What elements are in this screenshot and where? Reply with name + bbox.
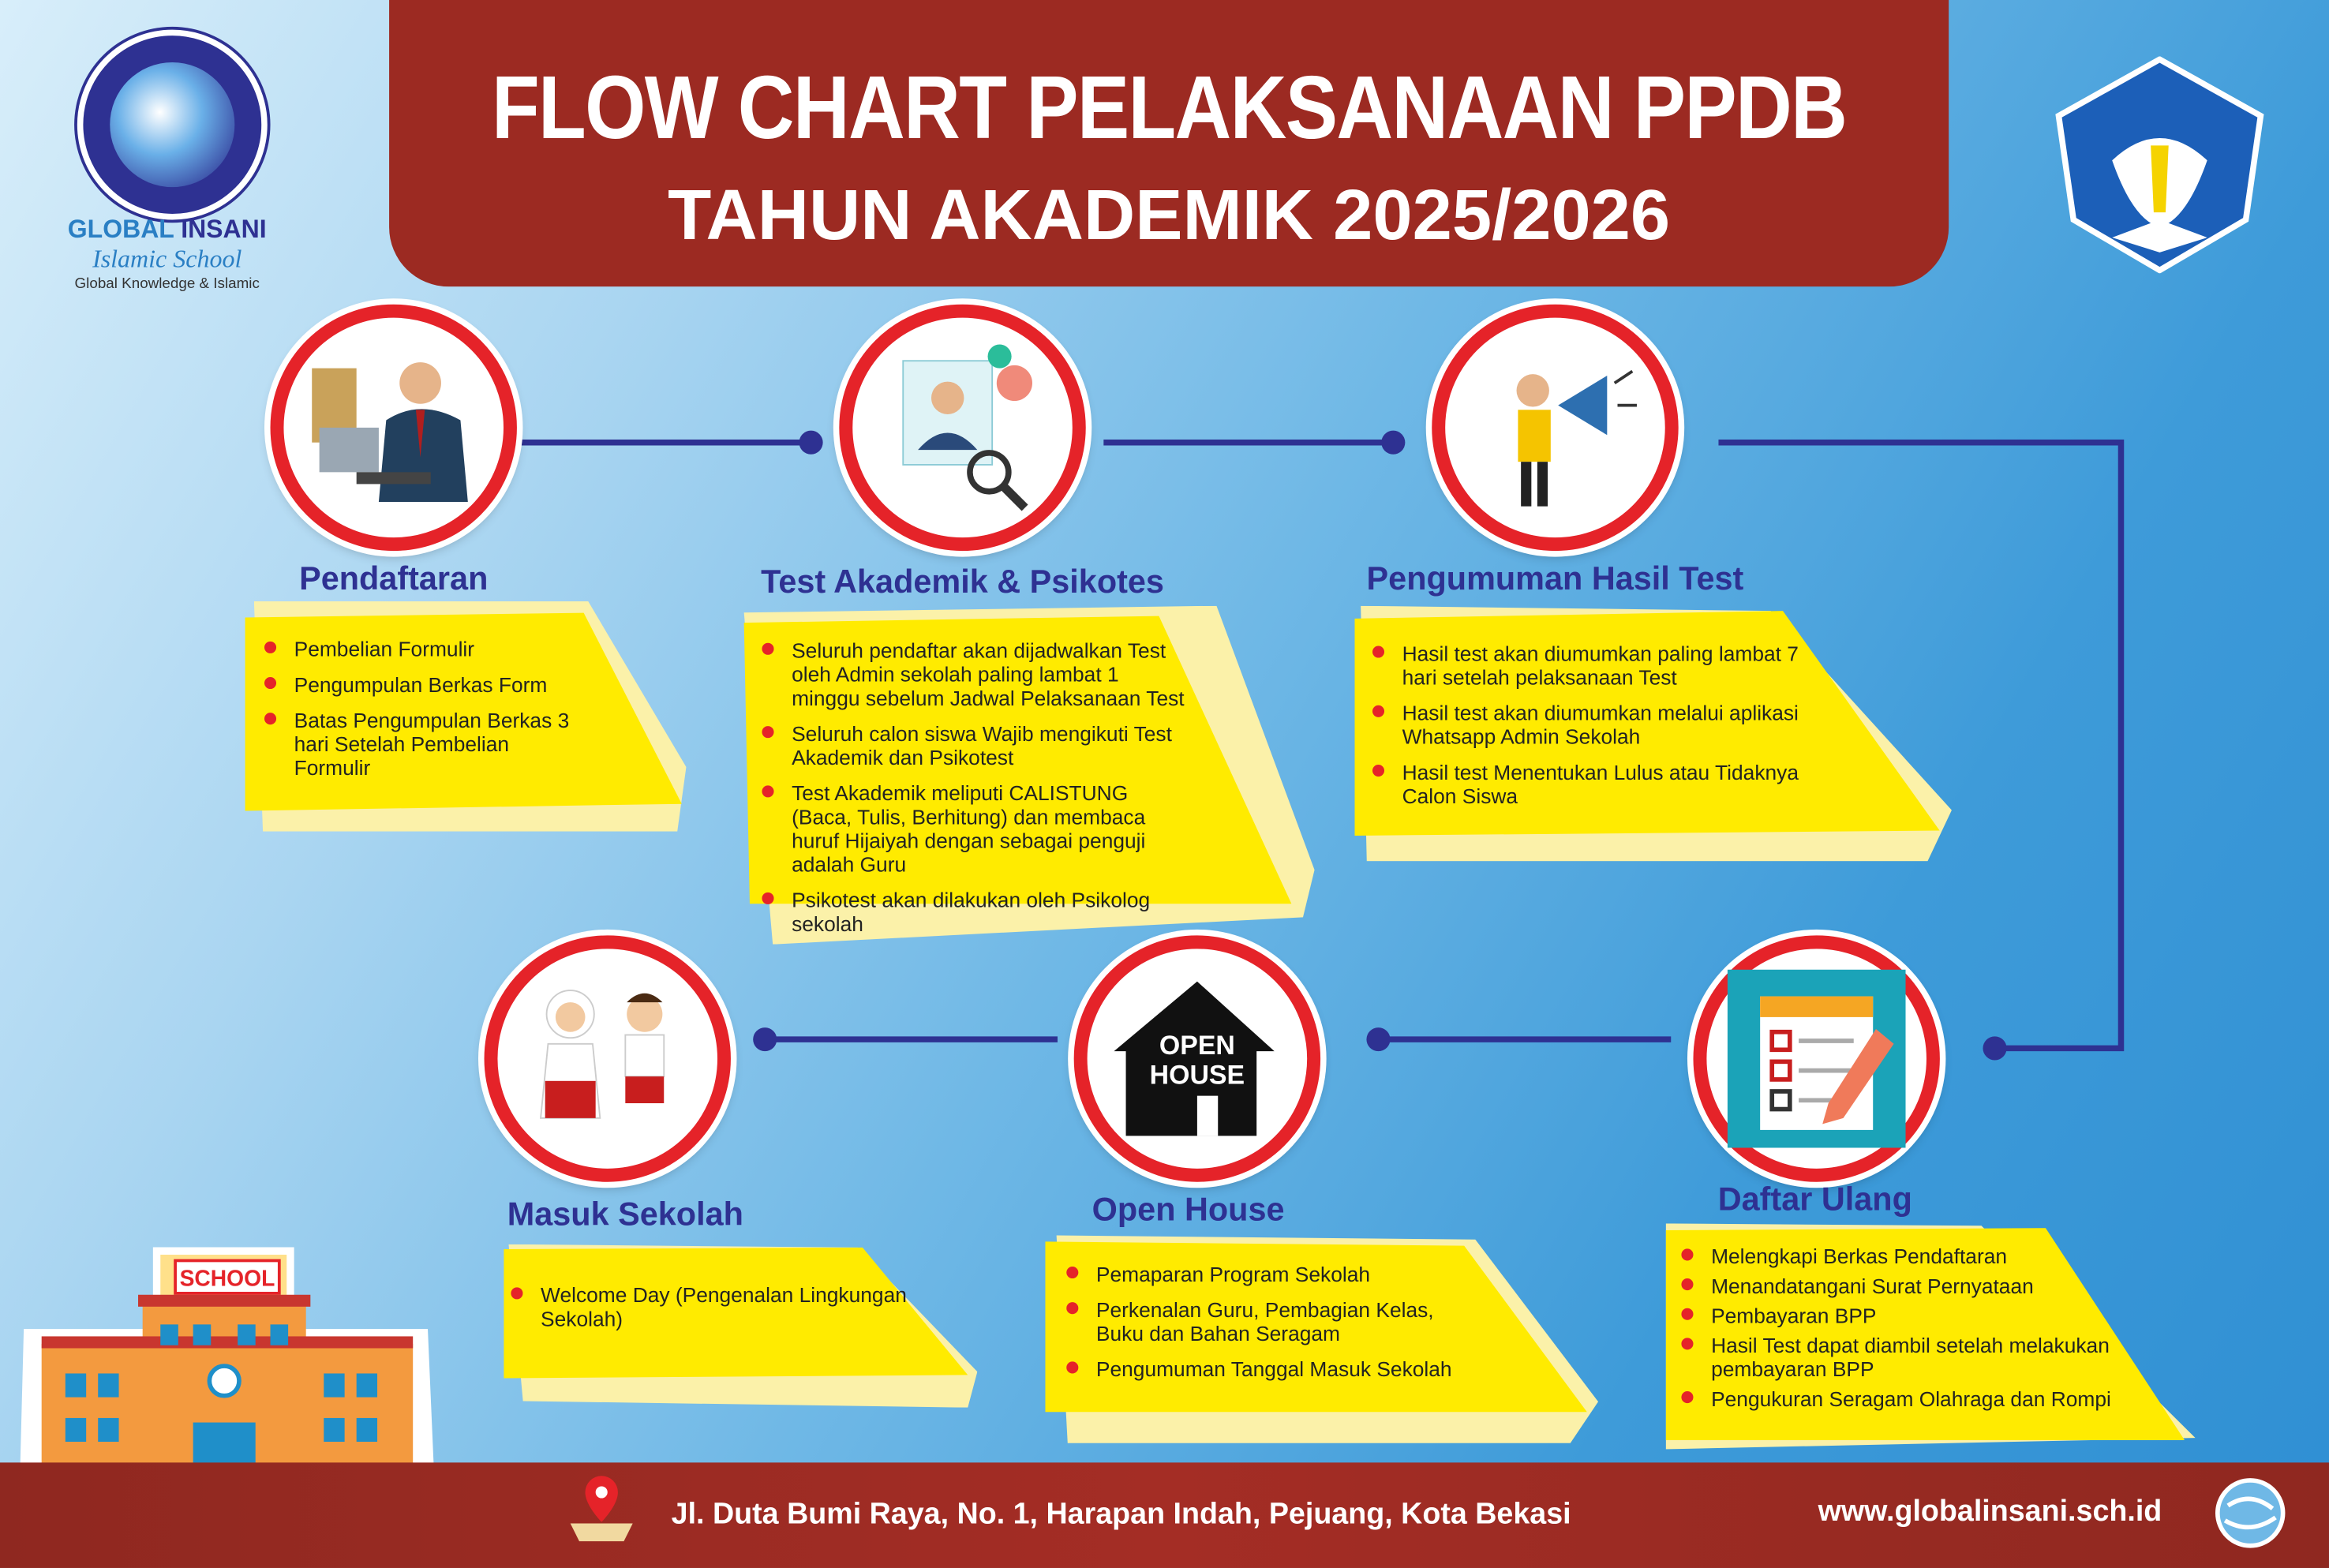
school-logo bbox=[77, 29, 268, 220]
connector-dot bbox=[1366, 1027, 1391, 1052]
list-item: Hasil test akan diumumkan melalui aplika… bbox=[1369, 701, 1815, 748]
list-item: Melengkapi Berkas Pendaftaran bbox=[1679, 1244, 2139, 1268]
step-icon-daftar-ulang bbox=[1693, 935, 1940, 1182]
list-item: Pemaparan Program Sekolah bbox=[1064, 1262, 1480, 1285]
globe-icon bbox=[110, 62, 235, 188]
open-house-sign-line1: OPEN bbox=[1159, 1031, 1235, 1061]
step-title-masuk-sekolah: Masuk Sekolah bbox=[507, 1195, 743, 1233]
list-item: Hasil test Menentukan Lulus atau Tidakny… bbox=[1369, 760, 1815, 808]
list-item: Pengumpulan Berkas Form bbox=[261, 672, 588, 696]
school-sign: SCHOOL bbox=[180, 1265, 275, 1290]
connector-dot bbox=[753, 1027, 777, 1052]
list-item: Seluruh calon siswa Wajib mengikuti Test… bbox=[759, 721, 1190, 769]
page-subtitle: TAHUN AKADEMIK 2025/2026 bbox=[668, 176, 1671, 256]
checklist-icon bbox=[1727, 969, 1906, 1148]
note-pendaftaran: Pembelian Formulir Pengumpulan Berkas Fo… bbox=[241, 601, 687, 832]
connector-dot bbox=[1381, 430, 1406, 455]
connector-dot bbox=[799, 430, 823, 455]
title-banner: FLOW CHART PELAKSANAAN PPDB TAHUN AKADEM… bbox=[389, 0, 1949, 287]
step-icon-open-house: OPEN HOUSE bbox=[1073, 935, 1321, 1182]
school-name: GLOBAL INSANI bbox=[30, 215, 305, 244]
step-title-daftar-ulang: Daftar Ulang bbox=[1717, 1180, 1912, 1218]
list-item: Psikotest akan dilakukan oleh Psikolog s… bbox=[759, 888, 1190, 935]
receptionist-icon bbox=[312, 362, 468, 502]
list-item: Perkenalan Guru, Pembagian Kelas, Buku d… bbox=[1064, 1298, 1480, 1345]
map-pin-icon bbox=[570, 1476, 633, 1542]
note-test: Seluruh pendaftar akan dijadwalkan Test … bbox=[738, 605, 1315, 945]
list-item: Seluruh pendaftar akan dijadwalkan Test … bbox=[759, 638, 1190, 709]
note-masuk-sekolah: Welcome Day (Pengenalan Lingkungan Sekol… bbox=[499, 1244, 978, 1408]
school-script: Islamic School bbox=[92, 245, 242, 274]
list-item: Pembayaran BPP bbox=[1679, 1304, 2139, 1327]
list-item: Pengumuman Tanggal Masuk Sekolah bbox=[1064, 1357, 1480, 1381]
list-item: Hasil test akan diumumkan paling lambat … bbox=[1369, 642, 1815, 689]
step-icon-pengumuman bbox=[1432, 304, 1679, 552]
tut-wuri-handayani-emblem bbox=[2055, 56, 2264, 274]
footer-bar bbox=[0, 1462, 2329, 1568]
megaphone-icon bbox=[1516, 369, 1637, 507]
open-house-sign-line2: HOUSE bbox=[1150, 1061, 1245, 1091]
step-title-pendaftaran: Pendaftaran bbox=[299, 559, 489, 597]
school-name-b: INSANI bbox=[181, 215, 267, 244]
step-title-pengumuman: Pengumuman Hasil Test bbox=[1366, 559, 1744, 597]
list-item: Welcome Day (Pengenalan Lingkungan Sekol… bbox=[508, 1283, 909, 1330]
list-item: Test Akademik meliputi CALISTUNG (Baca, … bbox=[759, 781, 1190, 876]
list-item: Pembelian Formulir bbox=[261, 637, 588, 661]
step-title-open-house: Open House bbox=[1091, 1191, 1285, 1229]
open-house-icon: OPEN HOUSE bbox=[1114, 981, 1275, 1136]
school-tagline: Global Knowledge & Islamic bbox=[74, 275, 260, 293]
school-name-a: GLOBAL bbox=[67, 215, 174, 244]
page-title: FLOW CHART PELAKSANAAN PPDB bbox=[491, 58, 1848, 158]
students-icon bbox=[540, 990, 665, 1119]
note-daftar-ulang: Melengkapi Berkas Pendaftaran Menandatan… bbox=[1661, 1223, 2196, 1450]
step-icon-pendaftaran bbox=[270, 304, 517, 552]
step-icon-test bbox=[839, 304, 1086, 552]
note-pengumuman: Hasil test akan diumumkan paling lambat … bbox=[1349, 605, 1952, 862]
list-item: Pengukuran Seragam Olahraga dan Rompi bbox=[1679, 1387, 2139, 1411]
list-item: Batas Pengumpulan Berkas 3 hari Setelah … bbox=[261, 709, 588, 780]
step-title-test: Test Akademik & Psikotes bbox=[761, 563, 1164, 601]
footer-address: Jl. Duta Bumi Raya, No. 1, Harapan Indah… bbox=[671, 1498, 1571, 1531]
footer-website[interactable]: www.globalinsani.sch.id bbox=[1818, 1495, 2162, 1529]
connector-3-4 bbox=[1718, 439, 2125, 1052]
list-item: Hasil Test dapat diambil setelah melakuk… bbox=[1679, 1334, 2139, 1381]
list-item: Menandatangani Surat Pernyataan bbox=[1679, 1274, 2139, 1298]
clock-icon bbox=[207, 1364, 242, 1398]
globe-icon bbox=[2215, 1478, 2286, 1548]
note-open-house: Pemaparan Program Sekolah Perkenalan Gur… bbox=[1039, 1235, 1599, 1443]
connector-dot bbox=[1983, 1036, 2007, 1061]
step-icon-masuk bbox=[484, 935, 731, 1182]
profile-review-icon bbox=[902, 344, 1032, 511]
